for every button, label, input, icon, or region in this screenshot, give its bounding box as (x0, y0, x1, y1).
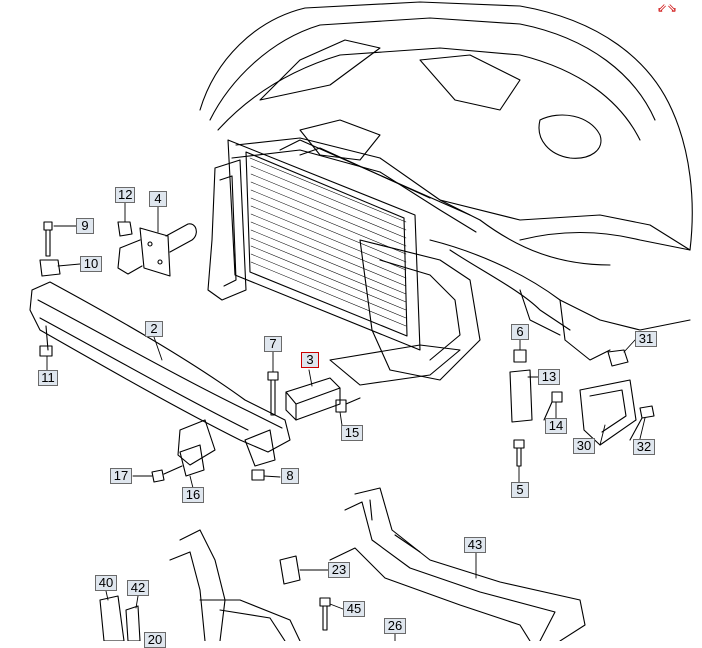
callout-6[interactable]: 6 (511, 324, 529, 340)
hood-body-shell (199, 1, 693, 361)
callout-11[interactable]: 11 (38, 370, 58, 386)
callout-10[interactable]: 10 (80, 256, 102, 272)
callout-9[interactable]: 9 (76, 218, 94, 234)
crash-box-bracket (117, 223, 197, 277)
callout-30[interactable]: 30 (573, 438, 595, 454)
callout-23[interactable]: 23 (328, 562, 350, 578)
callout-20[interactable]: 20 (144, 632, 166, 648)
callout-31[interactable]: 31 (635, 331, 657, 347)
bumper-crossmember (29, 281, 291, 467)
callout-4[interactable]: 4 (149, 191, 167, 207)
callout-17[interactable]: 17 (110, 468, 132, 484)
callout-32[interactable]: 32 (633, 439, 655, 455)
callout-43[interactable]: 43 (464, 537, 486, 553)
callout-5[interactable]: 5 (511, 482, 529, 498)
radiator-lock-carrier (207, 139, 481, 386)
callout-12[interactable]: 12 (115, 187, 136, 203)
callout-42[interactable]: 42 (127, 580, 149, 596)
callout-13[interactable]: 13 (538, 369, 560, 385)
callout-3[interactable]: 3 (301, 352, 319, 368)
callout-7[interactable]: 7 (264, 336, 282, 352)
expand-arrows-icon[interactable]: ⇙⇘ (657, 1, 678, 15)
callout-45[interactable]: 45 (343, 601, 365, 617)
callout-15[interactable]: 15 (341, 425, 363, 441)
callout-2[interactable]: 2 (145, 321, 163, 337)
fasteners (39, 221, 655, 483)
callout-14[interactable]: 14 (545, 418, 567, 434)
callout-40[interactable]: 40 (95, 575, 117, 591)
callout-8[interactable]: 8 (281, 468, 299, 484)
callout-26[interactable]: 26 (384, 618, 406, 634)
callout-16[interactable]: 16 (182, 487, 204, 503)
lower-air-duct-parts (99, 487, 586, 641)
